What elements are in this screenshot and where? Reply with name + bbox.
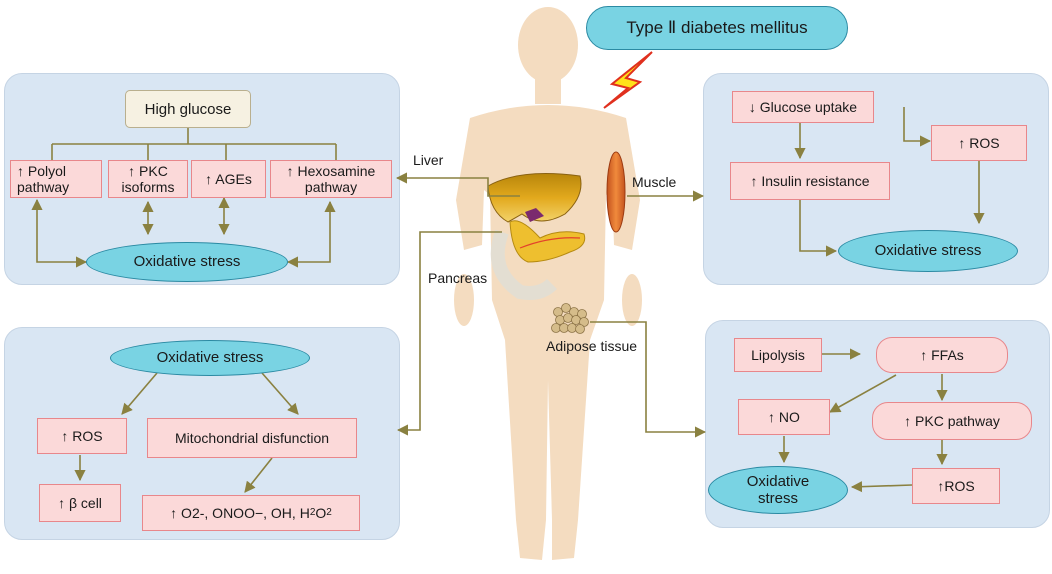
glucose-uptake-box: ↓ Glucose uptake	[732, 91, 874, 123]
radicals-sub-2: 2	[326, 507, 332, 519]
hexosamine-pathway-box: ↑ Hexosamine pathway	[270, 160, 392, 198]
pancreas-label: Pancreas	[428, 270, 488, 286]
ages-box: ↑ AGEs	[191, 160, 266, 198]
liver-organ-icon	[487, 173, 582, 223]
muscle-oxidative-stress: Oxidative stress	[838, 230, 1018, 272]
muscle-ros-box: ↑ ROS	[931, 125, 1027, 161]
polyol-pathway-box: ↑ Polyol pathway	[10, 160, 102, 198]
pancreas-organ-icon	[509, 220, 586, 263]
lipolysis-box: Lipolysis	[734, 338, 822, 372]
ffas-box: ↑ FFAs	[876, 337, 1008, 373]
high-glucose-box: High glucose	[125, 90, 251, 128]
adipose-tissue-label: Adipose tissue	[546, 338, 638, 354]
no-box: ↑ NO	[738, 399, 830, 435]
insulin-resistance-box: ↑ Insulin resistance	[730, 162, 890, 200]
radicals-text: ↑ O2-, ONOO−, OH, H	[170, 504, 310, 521]
muscle-organ-icon	[606, 151, 626, 233]
adipose-oxidative-stress: Oxidative stress	[708, 466, 848, 514]
lightning-bolt-icon	[603, 51, 653, 109]
liver-oxidative-stress: Oxidative stress	[86, 242, 288, 282]
diagram-title: Type Ⅱ diabetes mellitus	[586, 6, 848, 50]
radicals-o: O	[315, 504, 327, 521]
pancreas-oxidative-stress: Oxidative stress	[110, 340, 310, 376]
beta-cell-box: ↑ β cell	[39, 484, 121, 522]
adipose-tissue-icon	[551, 303, 589, 334]
adipose-ros-box: ↑ROS	[912, 468, 1000, 504]
muscle-label: Muscle	[632, 174, 677, 190]
pkc-pathway-box: ↑ PKC pathway	[872, 402, 1032, 440]
radicals-sub-1: 2	[309, 507, 316, 519]
liver-label: Liver	[413, 152, 444, 168]
pancreas-ros-box: ↑ ROS	[37, 418, 127, 454]
pkc-isoforms-box: ↑ PKC isoforms	[108, 160, 188, 198]
mitochondrial-disfunction-box: Mitochondrial disfunction	[147, 418, 357, 458]
human-body-silhouette	[454, 7, 642, 560]
